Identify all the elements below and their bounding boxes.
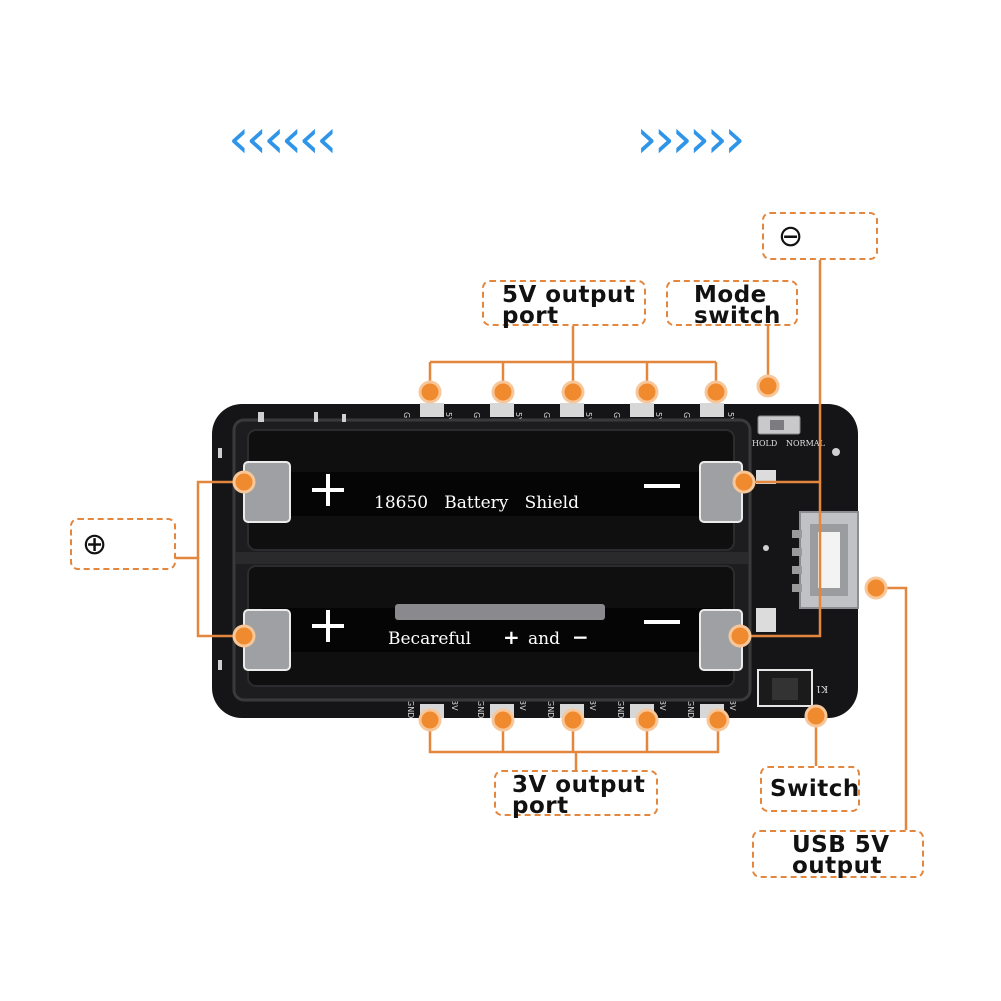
pin-label-gnd: GND [546,700,555,718]
label-line: Switch [770,776,860,802]
label-usb-5v-output: USB 5V output [752,830,924,878]
terminal-right-top [699,461,743,523]
normal-label: NORMAL [786,439,826,448]
pin-label-gnd: GND [616,700,625,718]
label-line: 5V output [502,282,636,308]
pin-label-5v: 5V [654,412,663,423]
label-mode-switch: Mode switch [666,280,798,329]
pin-label-5v: 5V [514,412,523,423]
pin-label-gnd: GND [476,700,485,718]
label-line: USB 5V [792,832,890,858]
top-pin-header [420,403,724,417]
label-line: switch [694,303,781,329]
label-negative-terminal: ⊖ [762,212,878,260]
minus-icon: ⊖ [778,219,804,254]
becareful-text: Becareful [388,629,471,649]
becareful-and: and [528,629,560,649]
pin-label-5v: 5V [444,412,453,423]
label-line: output [792,853,883,879]
terminal-left-top [243,461,291,523]
pin-label-3v: 3V [588,700,597,711]
pin-label-gnd: GND [686,700,695,718]
label-line: port [502,303,559,329]
power-push-button[interactable] [757,669,813,707]
label-switch: Switch [760,766,860,812]
battery-shield-text: 18650 Battery Shield [374,493,579,513]
pin-label-3v: 3V [728,700,737,711]
pin-label-3v: 3V [518,700,527,711]
pin-label-3v: 3V [658,700,667,711]
hold-label: HOLD [752,439,777,448]
label-line: port [512,793,569,819]
left-arrows-icon: ‹‹‹‹‹‹ [228,107,338,170]
right-arrows-icon: ›››››› [636,107,746,170]
label-line: 3V output [512,772,646,798]
pin-label-5v: 5V [726,412,735,423]
k1-label: K1 [816,683,828,693]
label-line: Mode [694,282,767,308]
pin-label-gnd: GND [406,700,415,718]
label-positive-terminal: ⊕ [70,518,176,570]
battery-holder [232,418,752,702]
label-5v-output-port: 5V output port [482,280,646,329]
label-3v-output-port: 3V output port [494,770,658,819]
becareful-minus: − [572,625,589,649]
becareful-plus: + [503,625,520,649]
pin-label-5v: 5V [584,412,593,423]
usb-port[interactable] [792,511,859,609]
callout-dots [232,374,888,732]
pin-label-3v: 3V [450,700,459,711]
plus-icon: ⊕ [82,527,108,562]
